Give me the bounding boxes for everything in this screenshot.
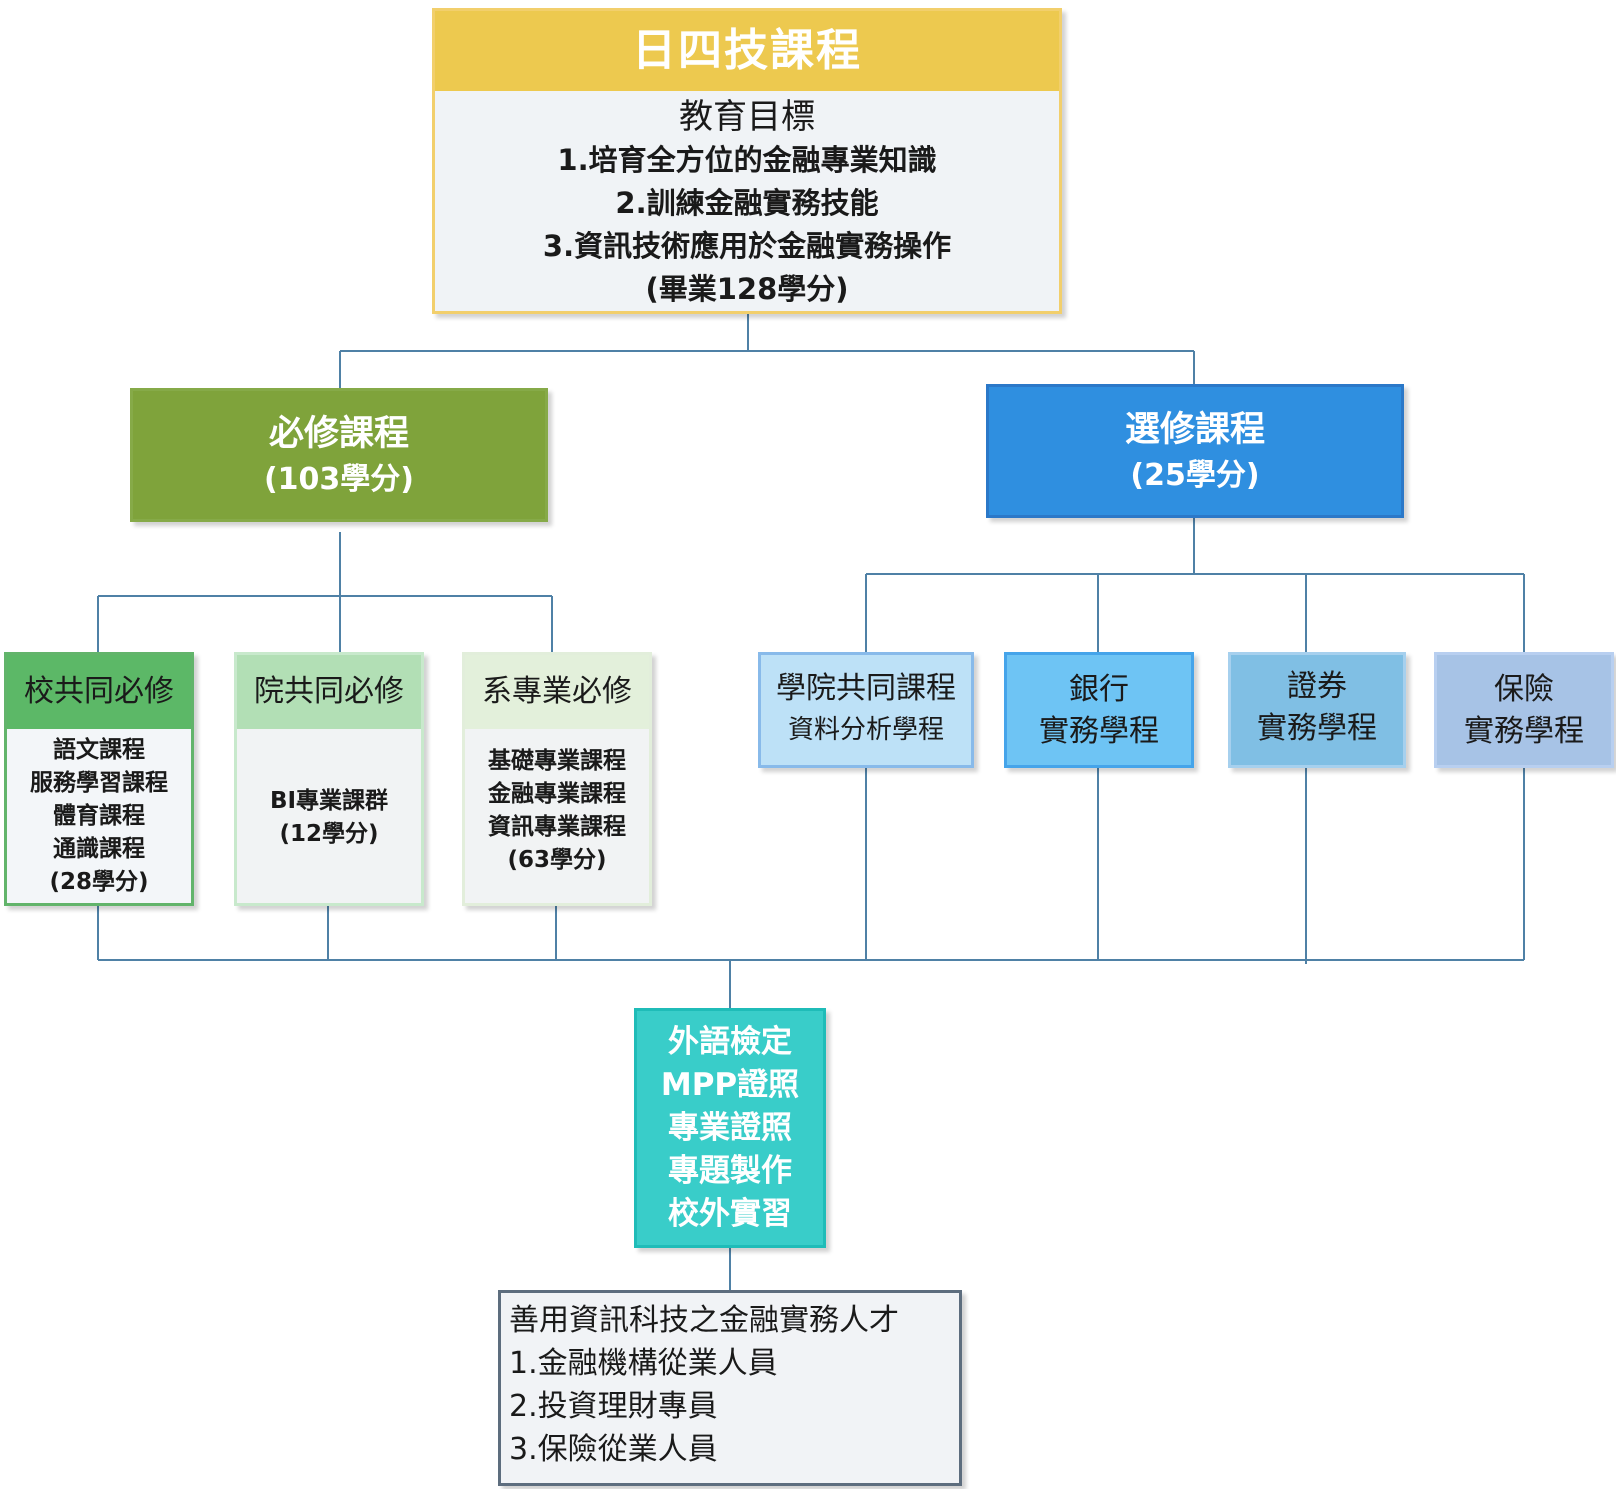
certifications-box: 外語檢定 MPP證照 專業證照 專題製作 校外實習 <box>634 1008 826 1248</box>
elective-courses-box: 選修課程 (25學分) <box>986 384 1404 518</box>
credits-item: (63學分) <box>507 847 607 873</box>
credits-item: (12學分) <box>279 821 379 847</box>
program-label: 學院共同課程 <box>776 671 956 706</box>
required-credits: (103學分) <box>263 462 415 497</box>
program-label: 實務學程 <box>1257 711 1377 746</box>
program-label: 保險 <box>1494 672 1554 707</box>
college-common-title: 院共同必修 <box>237 655 421 729</box>
college-common-list: BI專業課群 (12學分) <box>237 729 421 851</box>
school-common-title: 校共同必修 <box>7 655 191 729</box>
program-label: 資料分析學程 <box>787 715 944 745</box>
dept-required-box: 系專業必修 基礎專業課程 金融專業課程 資訊專業課程 (63學分) <box>462 652 652 906</box>
goal-item: 3.資訊技術應用於金融實務操作 <box>542 229 952 263</box>
securities-program-box: 證券 實務學程 <box>1228 652 1406 768</box>
course-item: 語文課程 <box>53 737 145 763</box>
cert-item: 外語檢定 <box>668 1024 792 1060</box>
elective-title: 選修課程 <box>1124 410 1265 450</box>
credits-item: (28學分) <box>49 869 149 895</box>
insurance-program-box: 保險 實務學程 <box>1434 652 1614 768</box>
course-item: 基礎專業課程 <box>488 748 626 774</box>
outcome-item: 2.投資理財專員 <box>509 1389 718 1424</box>
cert-item: MPP證照 <box>660 1067 800 1103</box>
cert-item: 校外實習 <box>668 1196 792 1232</box>
program-label: 銀行 <box>1069 672 1129 707</box>
program-box: 日四技課程 教育目標 1.培育全方位的金融專業知識 2.訓練金融實務技能 3.資… <box>432 8 1062 314</box>
course-item: 資訊專業課程 <box>488 814 626 840</box>
cert-item: 專業證照 <box>668 1110 792 1146</box>
outcome-item: 1.金融機構從業人員 <box>509 1346 778 1381</box>
outcome-box: 善用資訊科技之金融實務人才 1.金融機構從業人員 2.投資理財專員 3.保險從業… <box>498 1290 962 1486</box>
course-item: 服務學習課程 <box>30 770 168 796</box>
course-item: BI專業課群 <box>269 788 389 814</box>
analytics-program-box: 學院共同課程 資料分析學程 <box>758 652 974 768</box>
school-common-list: 語文課程 服務學習課程 體育課程 通識課程 (28學分) <box>7 729 191 899</box>
outcome-item: 3.保險從業人員 <box>509 1432 718 1467</box>
program-label: 實務學程 <box>1464 714 1584 749</box>
college-common-box: 院共同必修 BI專業課群 (12學分) <box>234 652 424 906</box>
banking-program-box: 銀行 實務學程 <box>1004 652 1194 768</box>
program-label: 證券 <box>1287 669 1347 704</box>
program-label: 實務學程 <box>1039 714 1159 749</box>
required-courses-box: 必修課程 (103學分) <box>130 388 548 522</box>
cert-item: 專題製作 <box>668 1153 792 1189</box>
course-item: 通識課程 <box>53 836 145 862</box>
goals-title: 教育目標 <box>679 97 815 137</box>
outcome-title: 善用資訊科技之金融實務人才 <box>509 1303 899 1338</box>
program-title: 日四技課程 <box>435 11 1059 91</box>
school-common-box: 校共同必修 語文課程 服務學習課程 體育課程 通識課程 (28學分) <box>4 652 194 906</box>
dept-required-title: 系專業必修 <box>465 655 649 729</box>
course-item: 金融專業課程 <box>488 781 626 807</box>
dept-required-list: 基礎專業課程 金融專業課程 資訊專業課程 (63學分) <box>465 729 649 877</box>
elective-credits: (25學分) <box>1130 458 1260 493</box>
course-item: 體育課程 <box>53 803 145 829</box>
required-title: 必修課程 <box>268 414 409 454</box>
graduation-credits: (畢業128學分) <box>645 272 849 306</box>
goal-item: 2.訓練金融實務技能 <box>615 186 879 220</box>
goal-item: 1.培育全方位的金融專業知識 <box>557 143 937 177</box>
